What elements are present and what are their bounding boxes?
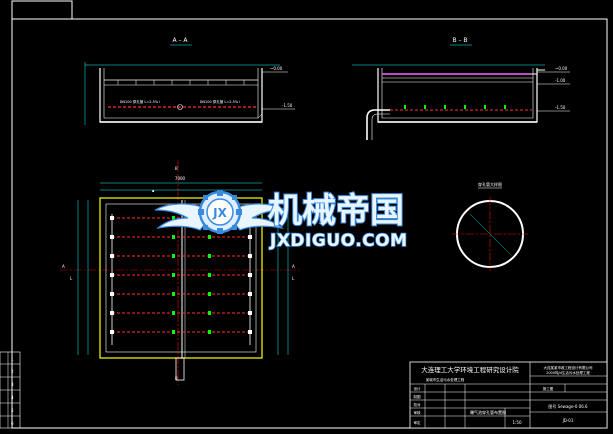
detail-label: 穿孔管大样图	[478, 181, 502, 187]
section-bb-level-bottom: -1.50	[555, 105, 566, 110]
section-bb-tank	[377, 68, 538, 123]
legend-row-6: 6	[11, 421, 14, 426]
plan-dim-right: L	[292, 276, 295, 281]
section-bb-level-top: ~0.00	[555, 66, 568, 71]
plan-mark-top: B	[175, 166, 178, 171]
watermark-brand-en: JXDIGUO.COM	[269, 231, 408, 251]
title-client-line1: 大连某某市政工程设计有限公司	[544, 365, 593, 370]
plan-mark-bottom: B	[175, 376, 178, 381]
title-drawing-no: JD-01	[562, 418, 574, 423]
section-aa-level-bottom: -1.50	[282, 103, 293, 108]
legend-row-5: 5	[11, 408, 14, 413]
title-institute: 大连理工大学环境工程研究设计院	[421, 365, 519, 374]
legend-row-1: 1	[11, 357, 14, 362]
title-row-label-3: 校对	[414, 402, 422, 407]
watermark-logo-letters: JX	[212, 206, 227, 220]
title-project: 某城市生活污水处理工程	[426, 377, 465, 382]
title-row-label-1: 设计	[414, 386, 422, 391]
section-bb: B – B ~0.00 -1.00 -1.50	[352, 37, 570, 140]
section-aa-level-top: ~0.00	[270, 66, 283, 71]
legend-row-2: 2	[11, 369, 14, 374]
section-aa: A – A DN100 穿孔管 L=2.5% i DN100 穿孔管 L=2.5…	[84, 37, 295, 125]
title-stage: 施工图	[543, 386, 554, 391]
title-row-label-5: 审定	[414, 420, 422, 425]
title-scale: 1:50	[513, 420, 522, 425]
section-bb-level-mid: -1.00	[555, 78, 566, 83]
plan-corner-tag: ▪	[152, 189, 155, 193]
section-aa-pipe-note-right: DN100 穿孔管 L=2.5% i	[200, 99, 241, 104]
sheet-corner-box	[11, 0, 73, 20]
watermark-brand-cn: 机械帝国	[268, 191, 404, 231]
plan-mark-left: A	[62, 264, 65, 269]
title-block: 大连理工大学环境工程研究设计院 某城市生活污水处理工程 大连某某市政工程设计有限…	[409, 361, 608, 429]
title-drawing-title: 曝气池穿孔管布置图	[470, 409, 506, 415]
legend-row-3: 3	[11, 382, 14, 387]
plan-dim-top: 7000	[175, 176, 186, 181]
drawing-frame	[11, 18, 608, 429]
section-bb-inlet-pipe	[366, 109, 390, 140]
watermark-logo-icon: JX	[154, 190, 286, 234]
legend-row-4: 4	[11, 395, 14, 400]
left-legend-table: 1 2 3 4 5 6	[0, 351, 21, 429]
title-row-label-4: 审核	[414, 410, 422, 415]
section-aa-tank	[99, 68, 263, 123]
section-bb-label: B – B	[452, 37, 467, 44]
title-sheet: 图号 Sewage-0 06.6	[548, 403, 588, 409]
plan-view: B B A A 7000 L L	[60, 160, 300, 385]
section-aa-label: A – A	[172, 37, 188, 44]
watermark: JX 机械帝国 JXDIGUO.COM	[154, 190, 408, 252]
title-row-label-2: 制图	[414, 394, 422, 399]
title-client-line2: 2000吨/d生活污水处理工程	[546, 370, 590, 375]
plan-mark-right: A	[292, 264, 295, 269]
plan-dim-left: L	[70, 276, 73, 281]
plan-branch-pipes	[112, 217, 250, 333]
section-aa-pipe-note-left: DN100 穿孔管 L=2.5% i	[120, 99, 161, 104]
detail-view: 穿孔管大样图	[452, 181, 528, 271]
